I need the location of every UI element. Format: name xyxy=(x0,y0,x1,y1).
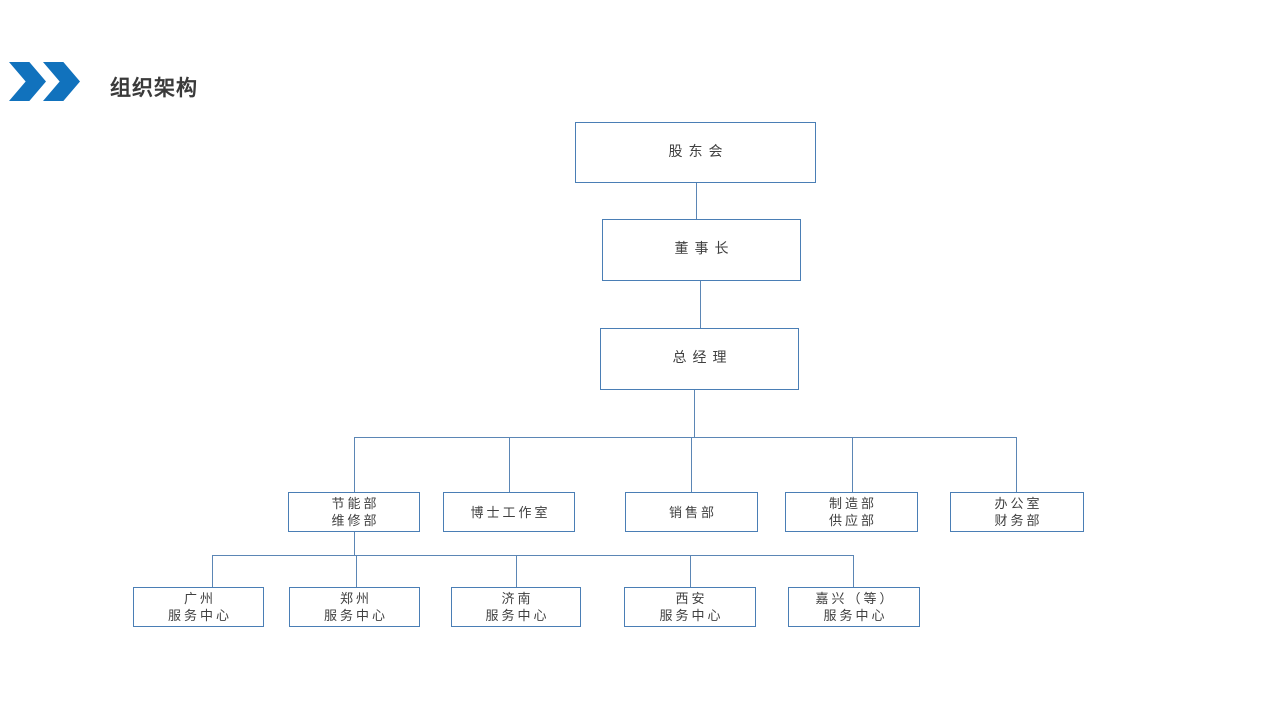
node-label: 供应部 xyxy=(828,513,877,528)
connector-line xyxy=(509,437,510,492)
node-manufacturing-supply-dept: 制造部 供应部 xyxy=(785,492,918,532)
connector-line xyxy=(691,437,692,492)
node-label: 服务中心 xyxy=(823,608,888,623)
connector-line xyxy=(354,437,1017,438)
node-label: 董事长 xyxy=(674,242,735,257)
connector-line xyxy=(212,555,213,587)
node-label: 服务中心 xyxy=(167,608,232,623)
connector-line xyxy=(853,555,854,587)
node-center-jinan: 济南 服务中心 xyxy=(451,587,581,627)
node-label: 维修部 xyxy=(331,513,380,528)
node-center-guangzhou: 广州 服务中心 xyxy=(133,587,264,627)
connector-line xyxy=(696,183,697,219)
node-label: 服务中心 xyxy=(323,608,388,623)
node-label: 嘉兴（等） xyxy=(815,591,896,606)
node-center-zhengzhou: 郑州 服务中心 xyxy=(289,587,420,627)
connector-line xyxy=(852,437,853,492)
node-center-xian: 西安 服务中心 xyxy=(624,587,756,627)
connector-line xyxy=(516,555,517,587)
node-label: 服务中心 xyxy=(485,608,550,623)
page-title: 组织架构 xyxy=(110,77,198,100)
node-label: 节能部 xyxy=(331,496,380,511)
node-label: 制造部 xyxy=(828,496,877,511)
chevron-right-icon xyxy=(43,62,80,101)
node-label: 博士工作室 xyxy=(470,504,551,520)
chevron-right-icon xyxy=(9,62,46,101)
node-label: 西安 xyxy=(675,591,708,606)
connector-line xyxy=(700,281,701,328)
node-energy-maintenance-dept: 节能部 维修部 xyxy=(288,492,420,532)
node-doctor-studio: 博士工作室 xyxy=(443,492,575,532)
node-sales-dept: 销售部 xyxy=(625,492,758,532)
node-label: 总经理 xyxy=(672,351,733,366)
node-general-manager: 总经理 xyxy=(600,328,799,390)
node-office-finance-dept: 办公室 财务部 xyxy=(950,492,1084,532)
node-label: 广州 xyxy=(183,591,216,606)
node-shareholders-meeting: 股东会 xyxy=(575,122,816,183)
node-label: 股东会 xyxy=(668,144,729,160)
connector-line xyxy=(1016,437,1017,492)
node-label: 济南 xyxy=(501,591,534,606)
node-label: 郑州 xyxy=(339,591,372,606)
node-label: 服务中心 xyxy=(659,608,724,623)
node-label: 财务部 xyxy=(994,513,1043,528)
connector-line xyxy=(690,555,691,587)
node-center-jiaxing: 嘉兴（等） 服务中心 xyxy=(788,587,920,627)
connector-line xyxy=(694,390,695,437)
connector-line xyxy=(354,437,355,492)
node-label: 销售部 xyxy=(668,504,717,520)
connector-line xyxy=(354,531,355,555)
connector-line xyxy=(212,555,853,556)
node-chairman: 董事长 xyxy=(602,219,801,281)
connector-line xyxy=(356,555,357,587)
node-label: 办公室 xyxy=(994,496,1043,511)
